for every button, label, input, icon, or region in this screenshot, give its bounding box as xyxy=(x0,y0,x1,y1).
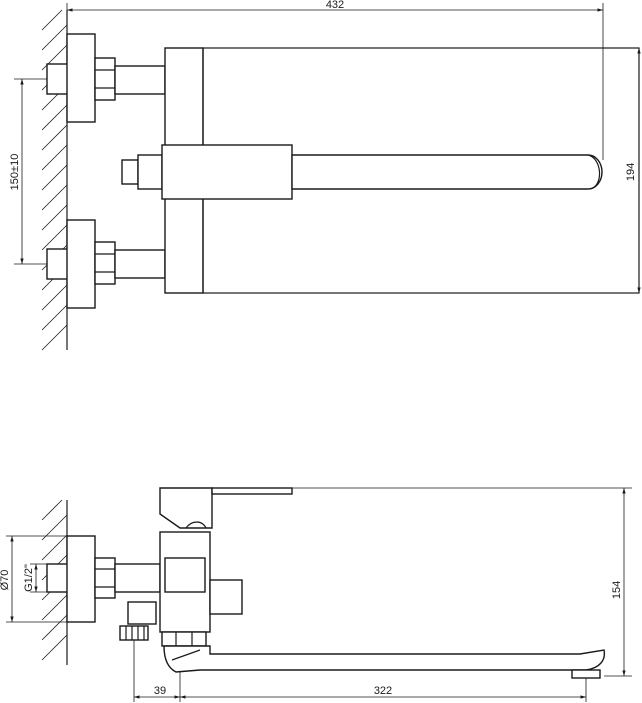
dimension-flange-diameter: Ø70 xyxy=(0,535,67,623)
wall-hatching-top xyxy=(41,9,68,351)
diverter-side xyxy=(119,601,157,641)
dimension-154: 154 xyxy=(292,487,632,677)
mixer-body-side xyxy=(159,531,243,647)
dimension-194: 194 xyxy=(625,48,641,293)
dimension-154-label: 154 xyxy=(611,581,623,599)
dimension-150: 150±10 xyxy=(9,78,47,265)
spout-top xyxy=(161,144,603,200)
dimension-39-label: 39 xyxy=(154,685,166,697)
dimension-thread: G1/2" xyxy=(23,563,47,593)
lever-handle-side xyxy=(159,487,293,529)
dimension-flange-label: Ø70 xyxy=(0,570,11,591)
side-view: Ø70 G1/2" 154 39 322 xyxy=(0,487,632,702)
dimension-194-label: 194 xyxy=(625,163,637,181)
side-inlet-connector xyxy=(46,535,161,623)
spout-side xyxy=(163,645,606,679)
dimension-432: 432 xyxy=(66,0,604,160)
dimension-39-322: 39 322 xyxy=(133,640,587,702)
dimension-432-label: 432 xyxy=(326,0,344,11)
upper-inlet-connector xyxy=(46,33,166,123)
diverter-knob-top xyxy=(121,154,163,190)
dimension-150-label: 150±10 xyxy=(9,154,21,191)
dimension-thread-label: G1/2" xyxy=(23,564,35,592)
dimension-322-label: 322 xyxy=(374,685,392,697)
lower-inlet-connector xyxy=(46,219,166,309)
top-view: 432 150±10 194 xyxy=(9,0,641,351)
